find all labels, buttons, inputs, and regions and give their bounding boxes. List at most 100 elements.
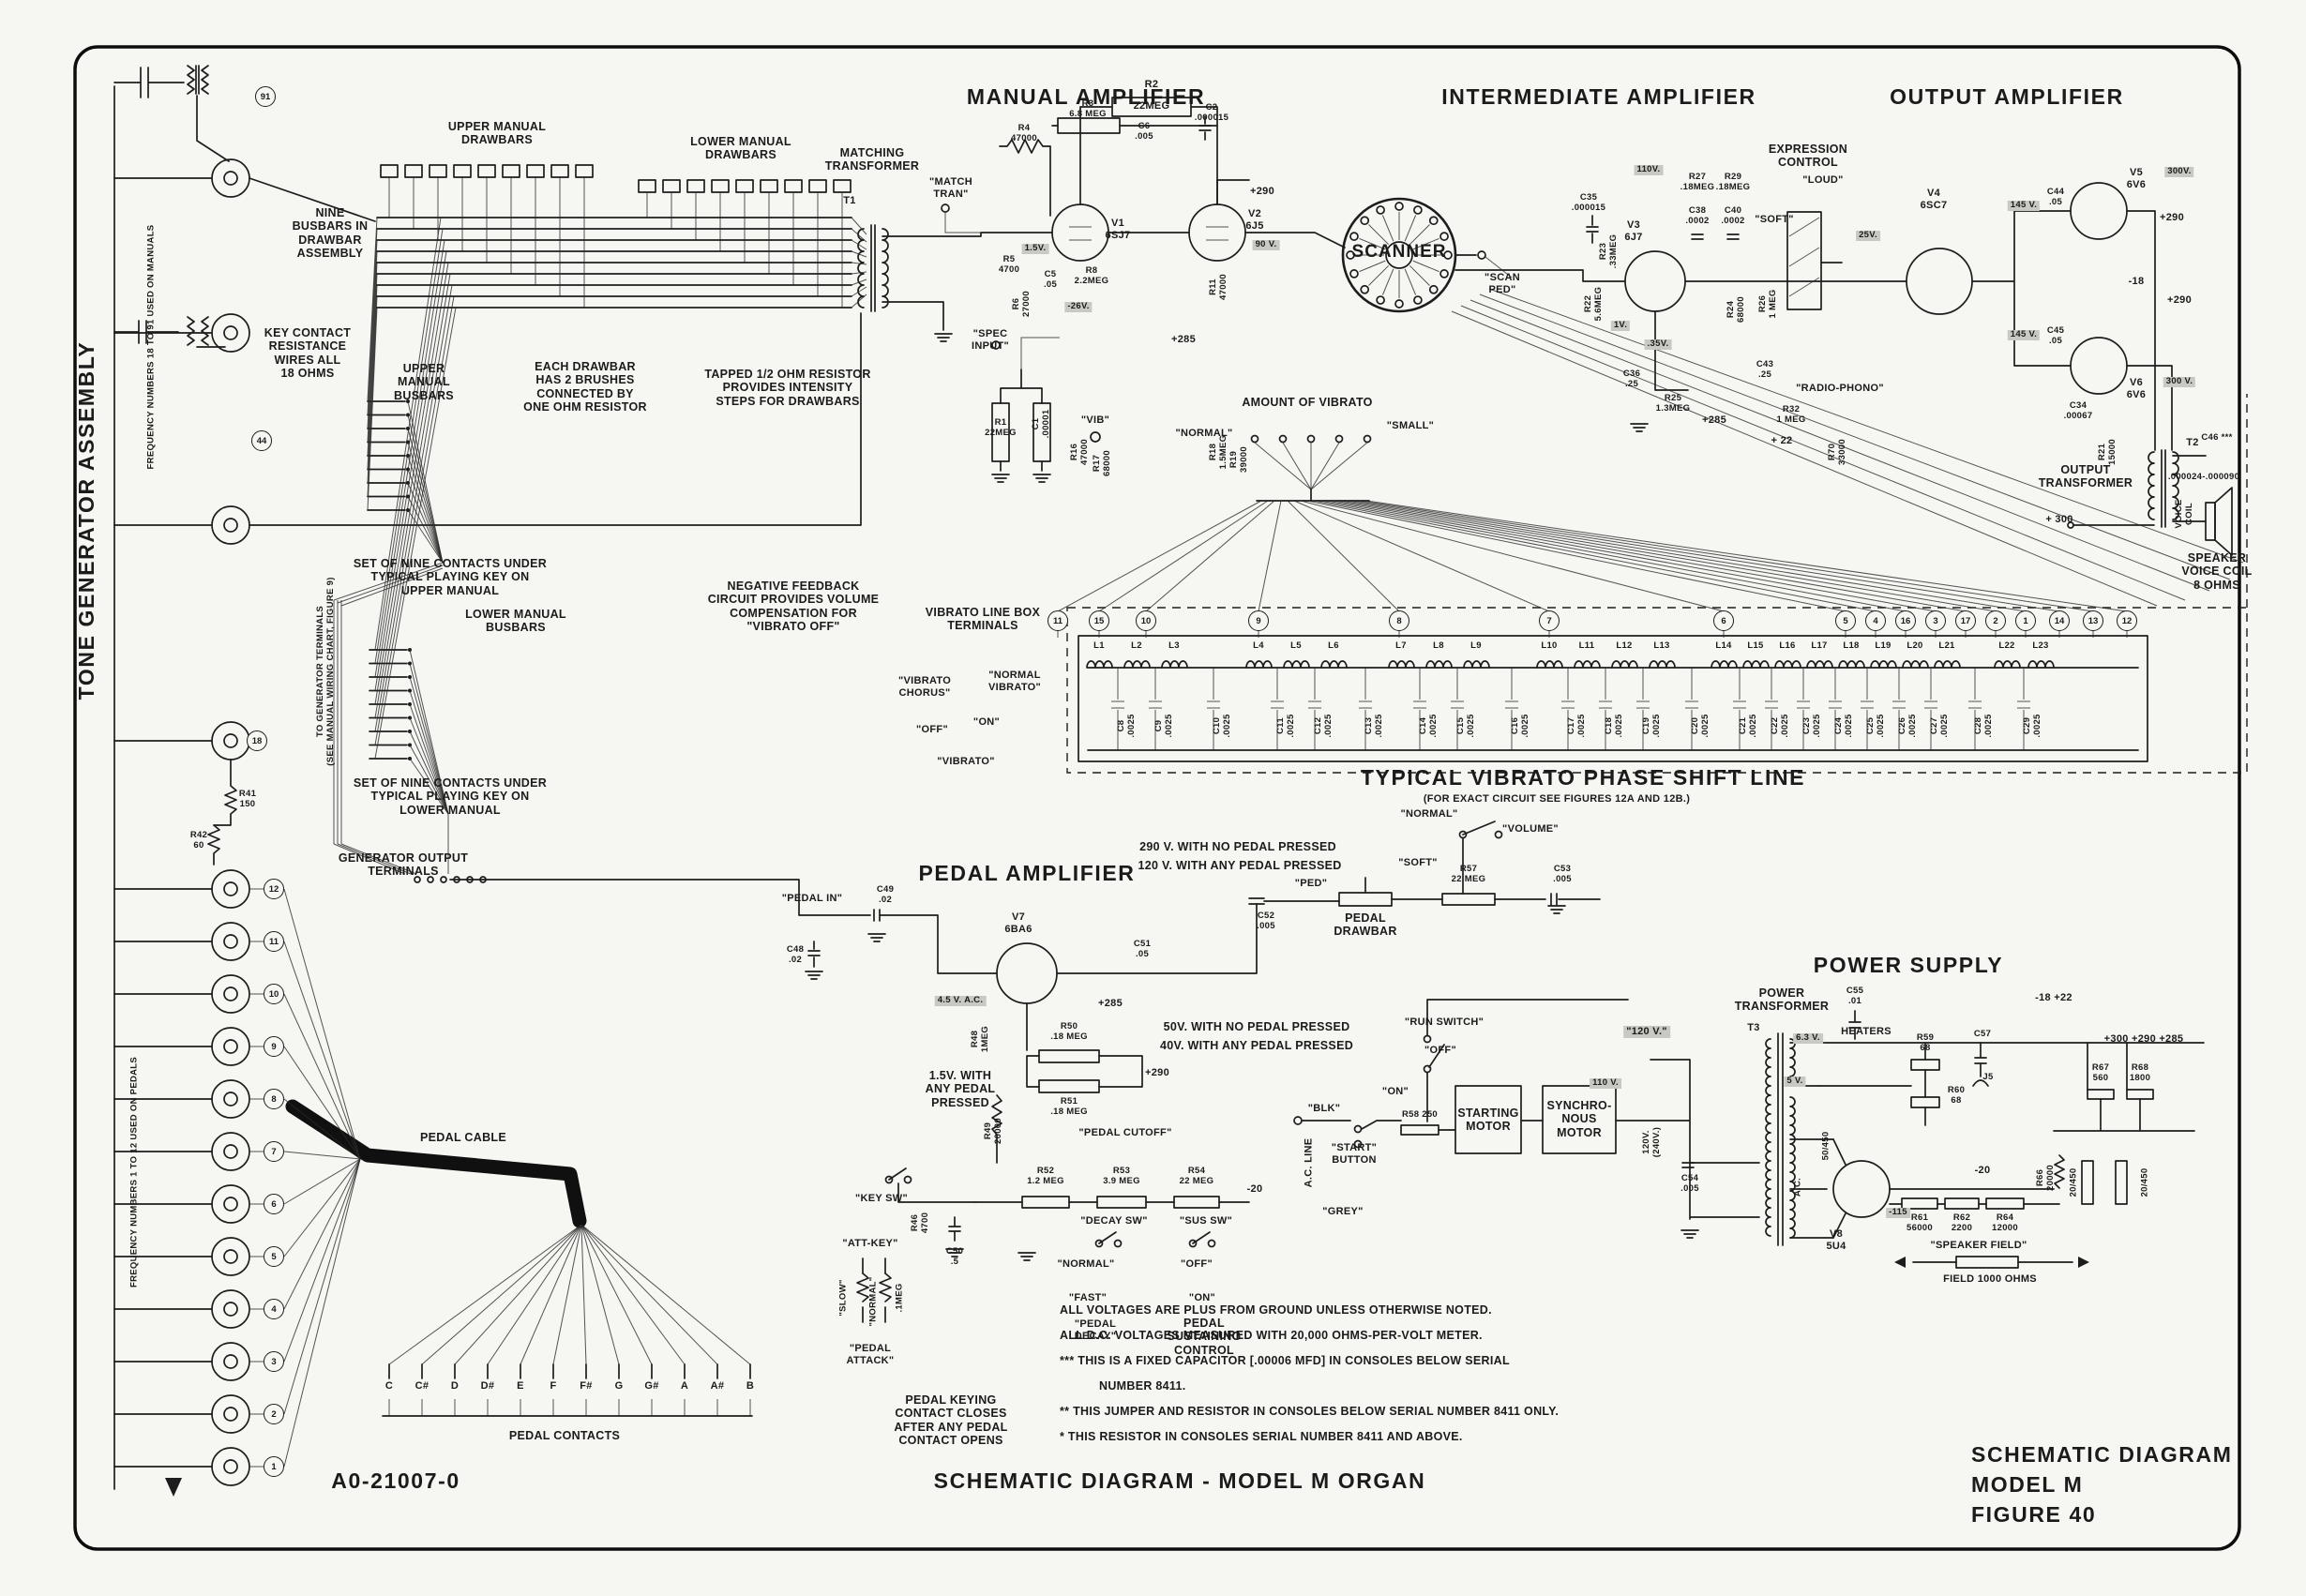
schematic-label: SYNCHRO- NOUS MOTOR	[1546, 1099, 1612, 1139]
coil-label: L22	[1998, 640, 2015, 651]
drawing-number: A0-21007-0	[331, 1468, 460, 1493]
scanner-spoke	[1359, 260, 1386, 273]
terminal-number: 9	[1248, 610, 1269, 631]
schematic-label: -20	[1246, 1183, 1263, 1195]
lower-drawbar	[760, 179, 778, 193]
terminal-number: 12	[264, 879, 284, 899]
pedal-fan-wire	[580, 1224, 751, 1365]
schematic-label: R21 15000	[2097, 439, 2118, 465]
schematic-label: 22MEG	[1133, 100, 1170, 112]
vibrato-switch-contact	[1306, 434, 1316, 444]
pedal-contact-letter: E	[517, 1380, 524, 1392]
schematic-label: "NORMAL"	[1175, 428, 1233, 439]
coil-label: L4	[1253, 640, 1264, 651]
terminal-number: 10	[264, 984, 284, 1004]
schematic-label: EACH DRAWBAR HAS 2 BRUSHES CONNECTED BY …	[523, 360, 647, 414]
schematic-label: "ON"	[972, 716, 1001, 728]
terminal-number: 91	[255, 86, 276, 107]
tone-generator-unit	[223, 881, 238, 896]
scanner-label: SCANNER	[1351, 242, 1447, 262]
schematic-label: NINE BUSBARS IN DRAWBAR ASSEMBLY	[292, 206, 369, 260]
upper-drawbar	[575, 164, 594, 178]
capacitor-label: C21 .0025	[1738, 714, 1758, 738]
tone-generator-unit	[223, 986, 238, 1001]
pedal-fan-wire	[580, 1224, 653, 1365]
tone-generator-unit	[211, 1447, 250, 1486]
contact-wire	[407, 496, 444, 564]
power-supply-title: POWER SUPPLY	[1813, 953, 2004, 977]
schematic-label: -115	[1886, 1207, 1910, 1218]
generator-terminal-run	[337, 843, 412, 875]
schematic-label: T1	[843, 195, 856, 206]
schematic-label: TAPPED 1/2 OHM RESISTOR PROVIDES INTENSI…	[704, 368, 871, 408]
terminal-number: 7	[264, 1141, 284, 1162]
coil-label: L18	[1843, 640, 1860, 651]
schematic-label: "KEY SW"	[854, 1193, 909, 1204]
scanner-plate	[1394, 202, 1404, 211]
contact-wire	[409, 703, 449, 815]
terminal-number: 2	[1985, 610, 2006, 631]
schematic-label: R42 60	[189, 830, 208, 851]
terminal-number: 11	[1047, 610, 1068, 631]
schematic-label: SET OF NINE CONTACTS UNDER TYPICAL PLAYI…	[353, 557, 548, 597]
capacitor-symbol	[1968, 668, 1982, 750]
busbar-taper	[851, 262, 867, 265]
schematic-label: R46 4700	[910, 1212, 930, 1234]
tone-generator-unit	[223, 1302, 238, 1317]
pedal-contact-letter: A#	[710, 1380, 725, 1392]
schematic-label: V7 6BA6	[1004, 911, 1032, 935]
schematic-label: R22 5.6MEG	[1583, 286, 1604, 322]
schematic-label: V6 6V6	[2126, 377, 2147, 400]
vibrato-fan-wire	[1258, 500, 1282, 612]
ground-symbol	[1032, 474, 1051, 483]
vibrato-switch-contact	[1250, 434, 1259, 444]
pedal-amplifier-art	[449, 821, 1601, 1323]
vibrato-fan-wire	[1293, 500, 1550, 612]
schematic-label: R51 .18 MEG	[1050, 1096, 1088, 1117]
schematic-label: C2 .000015	[1194, 102, 1229, 123]
ground-symbol	[991, 474, 1010, 483]
capacitor-symbol	[1271, 668, 1284, 750]
tone-generator-title: TONE GENERATOR ASSEMBLY	[73, 340, 98, 700]
capacitor-label: C19 .0025	[1641, 714, 1662, 738]
tone-generator-unit	[211, 1342, 250, 1381]
schematic-label: R67 560	[2091, 1062, 2110, 1083]
schematic-label: 110V.	[1634, 164, 1664, 175]
schematic-label: STARTING MOTOR	[1457, 1107, 1519, 1134]
schematic-label: PEDAL KEYING CONTACT CLOSES AFTER ANY PE…	[894, 1393, 1008, 1447]
coil-label: L2	[1131, 640, 1142, 651]
schematic-label: R64 12000	[1992, 1212, 2018, 1233]
capacitor-symbol	[1413, 668, 1426, 750]
contact-wire	[409, 649, 449, 815]
scanner-plate	[1394, 299, 1404, 309]
vibrato-fan-wire	[1333, 500, 1967, 612]
busbar-taper	[851, 228, 867, 243]
schematic-label: V5 6V6	[2126, 167, 2147, 190]
tone-generator-unit	[211, 922, 250, 961]
schematic-label: R61 56000	[1907, 1212, 1933, 1233]
schematic-label: R57 22 MEG	[1451, 864, 1486, 884]
pedal-cable-feed	[283, 1098, 361, 1160]
scanner-plate	[1346, 250, 1355, 260]
schematic-label: R50 .18 MEG	[1050, 1021, 1088, 1042]
schematic-label: R60 68	[1947, 1085, 1966, 1106]
schematic-label: "ON"	[1381, 1086, 1409, 1097]
schematic-label: R8 2.2MEG	[1074, 265, 1109, 286]
ground-symbol	[867, 933, 886, 942]
schematic-label: R68 1800	[2129, 1062, 2151, 1083]
capacitor-label: C10 .0025	[1212, 714, 1232, 738]
schematic-label: R70 33000	[1827, 439, 1847, 465]
pedal-contact-letter: D	[450, 1380, 460, 1392]
schematic-label: J5	[1982, 1072, 1994, 1082]
schematic-label: R25 1.3MEG	[1655, 393, 1691, 414]
schematic-label: R54 22 MEG	[1179, 1166, 1214, 1186]
tone-generator-unit	[223, 1407, 238, 1422]
manual-amplifier-art	[991, 97, 1346, 472]
coil-label: L19	[1875, 640, 1892, 651]
vibrato-fan-wire	[1300, 500, 1725, 612]
schematic-label: C1 .00001	[1031, 409, 1051, 439]
generator-output-terminal	[440, 876, 447, 883]
schematic-label: UPPER MANUAL DRAWBARS	[447, 120, 547, 147]
schematic-label: 120V. (240V.)	[1641, 1126, 1662, 1158]
schematic-label: VOICE COIL	[2174, 499, 2194, 529]
